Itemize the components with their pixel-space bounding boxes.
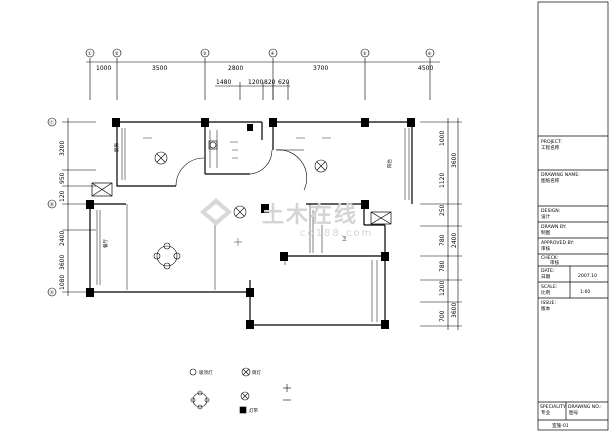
ceiling-lights bbox=[153, 140, 328, 270]
room-label-kitchen: 厨房 bbox=[113, 143, 120, 152]
legend bbox=[189, 367, 291, 414]
left-dim-3: 120 bbox=[59, 190, 66, 202]
tb-project-value: 工程名称 bbox=[541, 144, 560, 151]
right-dimension-chain bbox=[420, 118, 462, 330]
watermark-subtext: co188.com bbox=[300, 228, 373, 239]
tb-drawing-label: DRAWING NAME: bbox=[541, 172, 580, 178]
axis-label-A: Ⓐ bbox=[50, 289, 55, 296]
tb-scale-label: SCALE: bbox=[541, 284, 558, 290]
top-dim-5: 4500 bbox=[418, 65, 433, 72]
room-label-dining: 餐厅 bbox=[102, 239, 109, 248]
tb-design-value: 设计 bbox=[541, 213, 551, 220]
tb-project-label: PROJECT: bbox=[541, 139, 562, 145]
axis-label-1: ① bbox=[88, 51, 92, 57]
tb-approved-label: APPROVED BY: bbox=[541, 240, 575, 246]
top-inner-dim-1: 1480 bbox=[216, 79, 231, 86]
tb-date-label: DATE: bbox=[541, 268, 555, 274]
top-dim-3: 2800 bbox=[228, 65, 243, 72]
top-axis-bubbles bbox=[85, 48, 435, 58]
tb-approved-value: 审核 bbox=[541, 245, 551, 252]
tb-issue-label: ISSUE: bbox=[541, 300, 556, 306]
room-label-bath: 卫 bbox=[342, 236, 347, 242]
columns bbox=[86, 118, 415, 329]
axis-label-3: ③ bbox=[203, 51, 207, 57]
right-outer-dim-1: 3600 bbox=[451, 153, 458, 168]
tb-drawing-no-label: DRAWING NO.: bbox=[568, 404, 602, 410]
right-inner-dim-2: 1120 bbox=[439, 173, 446, 188]
right-inner-dim-6: 1200 bbox=[439, 281, 446, 296]
top-inner-dim-3: 820 bbox=[264, 79, 276, 86]
watermark-text: 土木在线 bbox=[262, 202, 358, 228]
top-dim-2: 3500 bbox=[152, 65, 167, 72]
legend-item-1: 吸顶灯 bbox=[199, 369, 213, 376]
top-dim-1: 1000 bbox=[96, 65, 111, 72]
right-inner-dim-4: 780 bbox=[439, 234, 446, 246]
tb-date-cn: 日期 bbox=[541, 274, 551, 280]
room-label-balcony: 阳台 bbox=[386, 159, 393, 168]
axis-label-6: ⑥ bbox=[428, 51, 432, 57]
right-inner-dim-5: 780 bbox=[439, 260, 446, 272]
tb-drawn-label: DRAWN BY: bbox=[541, 224, 567, 230]
tb-scale-cn: 比例 bbox=[541, 289, 551, 296]
top-inner-dim-2: 1200 bbox=[248, 79, 263, 86]
tb-drawing-value: 图纸名称 bbox=[541, 177, 560, 184]
tb-check-value: 审核 bbox=[550, 259, 560, 266]
left-dim-6: 1080 bbox=[59, 275, 66, 290]
tb-scale-value: 1:60 bbox=[580, 289, 590, 295]
tb-drawn-value: 制图 bbox=[541, 229, 551, 236]
tb-issue-value: 版本 bbox=[541, 305, 551, 312]
left-dim-2: 950 bbox=[59, 172, 66, 184]
left-dim-4: 2400 bbox=[59, 231, 66, 246]
left-axis-bubbles bbox=[47, 117, 57, 297]
tb-speciality-label: SPECIALITY: bbox=[540, 404, 567, 410]
title-block bbox=[537, 1, 609, 431]
tb-drawing-no-value: 图号 bbox=[569, 410, 579, 416]
equipment-boxes bbox=[91, 182, 392, 225]
axis-label-5: ⑤ bbox=[363, 51, 367, 57]
right-outer-dim-2: 2400 bbox=[451, 233, 458, 248]
walls bbox=[89, 121, 413, 326]
axis-label-C: Ⓒ bbox=[50, 119, 55, 126]
axis-label-2: ② bbox=[115, 51, 119, 57]
watermark: 土木在线 co188.com bbox=[200, 198, 373, 239]
tb-design-label: DESIGN: bbox=[541, 208, 561, 214]
right-inner-dim-3: 250 bbox=[439, 204, 446, 216]
legend-item-2: 筒灯 bbox=[252, 369, 261, 376]
left-dim-1: 3200 bbox=[59, 141, 66, 156]
axis-label-4: ④ bbox=[271, 51, 275, 57]
left-dim-5: 3600 bbox=[59, 255, 66, 270]
annotation-lines bbox=[143, 137, 331, 246]
tb-date-value: 2007.10 bbox=[578, 273, 597, 279]
top-dim-4: 3700 bbox=[313, 65, 328, 72]
right-outer-dim-3: 3600 bbox=[451, 303, 458, 318]
top-inner-dim-4: 620 bbox=[278, 79, 290, 86]
tb-sheet-no: 室施-01 bbox=[552, 422, 569, 429]
door-swings bbox=[175, 149, 308, 191]
right-inner-dim-7: 700 bbox=[439, 310, 446, 322]
top-dimension-chain bbox=[86, 58, 440, 100]
right-inner-dim-1: 1000 bbox=[439, 131, 446, 146]
legend-item-3: 灯带 bbox=[249, 407, 258, 414]
left-dimension-chain bbox=[62, 118, 96, 296]
tb-check-label: CHECK: bbox=[541, 255, 559, 261]
tb-speciality-value: 专业 bbox=[541, 409, 551, 416]
axis-label-B: Ⓑ bbox=[50, 201, 55, 208]
